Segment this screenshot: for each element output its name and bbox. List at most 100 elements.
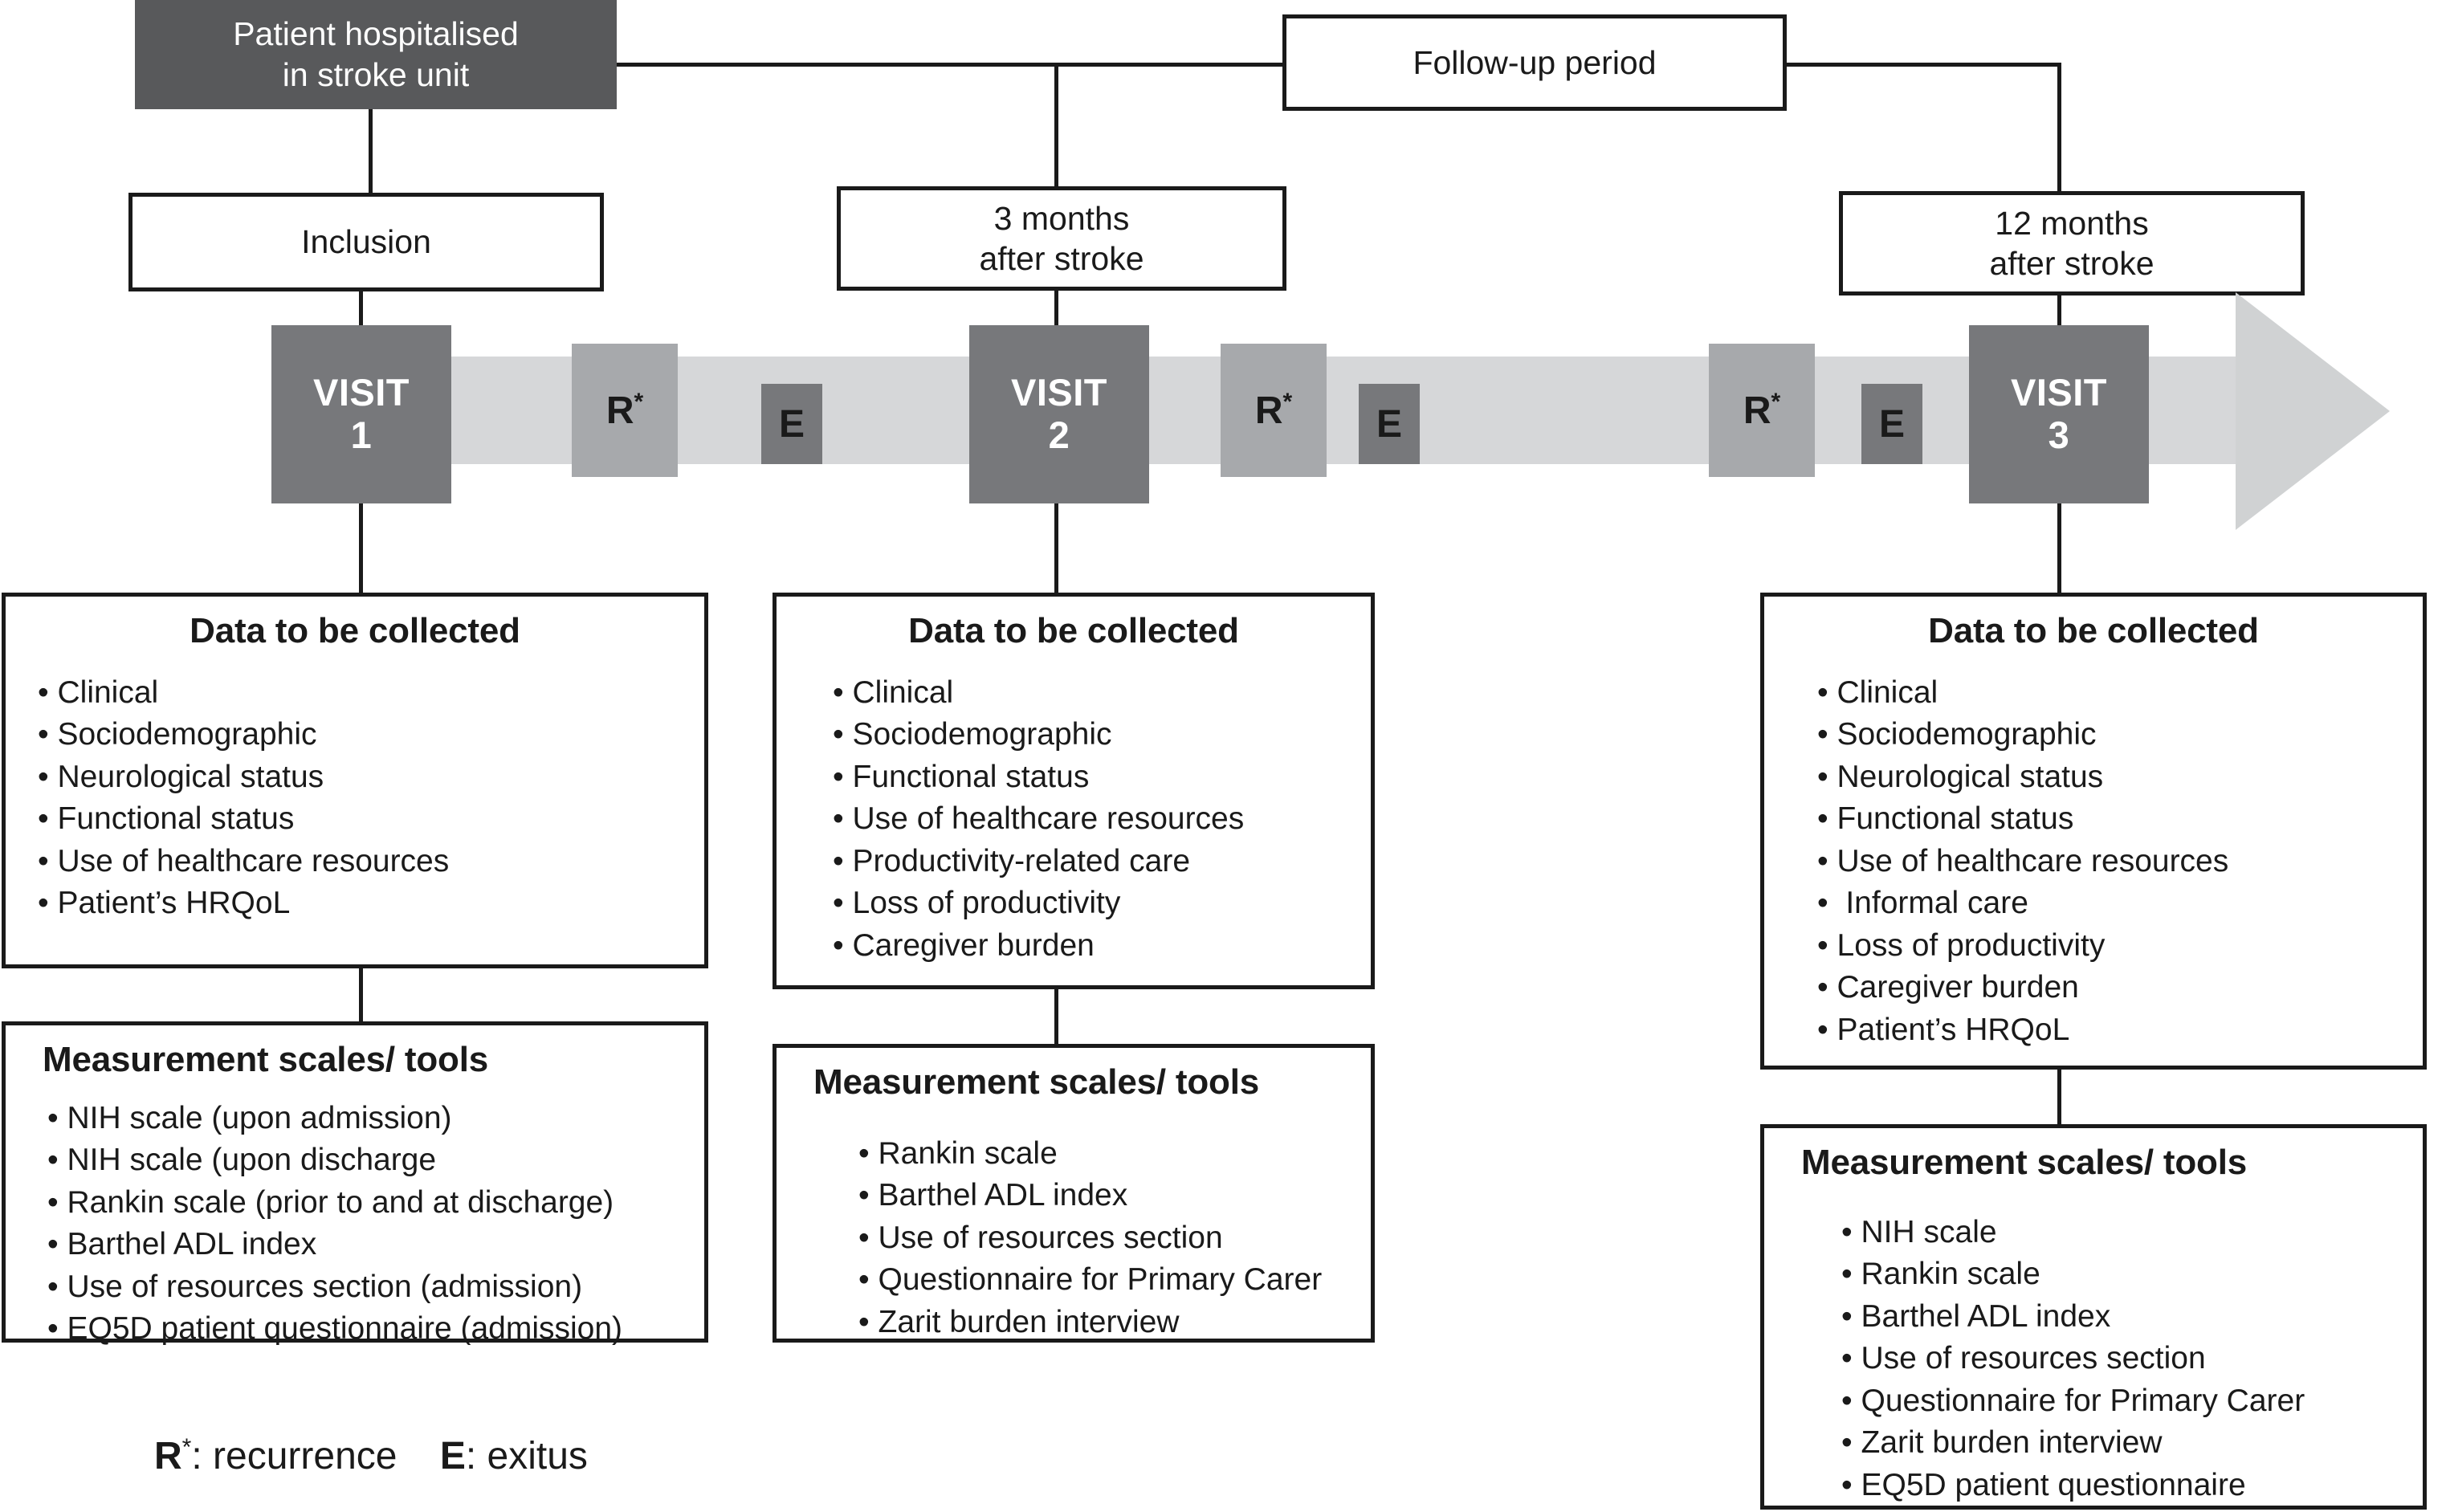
list-item: Patient’s HRQoL xyxy=(1817,1009,2405,1051)
marker-exitus-3-label: E xyxy=(1878,402,1905,446)
list-item: Neurological status xyxy=(1817,756,2405,798)
timepoint-label-inclusion: Inclusion xyxy=(301,223,431,261)
list-item: Barthel ADL index xyxy=(1841,1296,2405,1338)
connector-visit1-to-data1 xyxy=(359,498,363,594)
followup-period-box: Follow-up period xyxy=(1282,14,1787,111)
list-item: Zarit burden interview xyxy=(858,1302,1353,1343)
visit-3-word: VISIT xyxy=(2010,371,2108,414)
list-item: Barthel ADL index xyxy=(47,1224,687,1265)
scales-panel-visit2: Measurement scales/ tools Rankin scale B… xyxy=(773,1044,1375,1343)
list-item: Barthel ADL index xyxy=(858,1175,1353,1217)
list-item: Use of healthcare resources xyxy=(1817,841,2405,882)
marker-exitus-2: E xyxy=(1359,384,1420,464)
marker-recurrence-2: R* xyxy=(1221,344,1327,477)
connector-followup-to-right xyxy=(1784,63,2061,67)
legend-exitus-text: : exitus xyxy=(465,1435,588,1477)
list-item: Questionnaire for Primary Carer xyxy=(1841,1380,2405,1422)
connector-inclusion-to-visit1 xyxy=(359,289,363,333)
list-item: Use of healthcare resources xyxy=(833,798,1353,840)
list-item: Use of healthcare resources xyxy=(38,841,687,882)
list-item: Neurological status xyxy=(38,756,687,798)
scales-panel-visit3-heading: Measurement scales/ tools xyxy=(1801,1143,2248,1182)
marker-recurrence-2-label: R* xyxy=(1254,388,1293,432)
list-item: Clinical xyxy=(1817,672,2405,714)
connector-12months-to-visit3 xyxy=(2057,291,2061,334)
list-item: Caregiver burden xyxy=(833,925,1353,967)
list-item: Clinical xyxy=(833,672,1353,714)
legend-recurrence-text: : recurrence xyxy=(191,1435,397,1477)
data-panel-visit3-list: Clinical Sociodemographic Neurological s… xyxy=(1782,672,2405,1051)
data-panel-visit2-list: Clinical Sociodemographic Functional sta… xyxy=(794,672,1353,967)
data-panel-visit1-list: Clinical Sociodemographic Neurological s… xyxy=(23,672,687,925)
followup-period-label: Follow-up period xyxy=(1413,43,1657,81)
list-item: Zarit burden interview xyxy=(1841,1422,2405,1464)
data-panel-visit1: Data to be collected Clinical Sociodemog… xyxy=(2,593,708,968)
list-item: Rankin scale xyxy=(858,1133,1353,1175)
data-panel-visit1-heading: Data to be collected xyxy=(190,611,520,650)
marker-exitus-3: E xyxy=(1861,384,1922,464)
marker-exitus-1-label: E xyxy=(778,402,805,446)
marker-exitus-1: E xyxy=(761,384,822,464)
data-panel-visit3-heading: Data to be collected xyxy=(1928,611,2259,650)
connector-visit3-to-data3 xyxy=(2057,498,2061,594)
visit-box-3: VISIT 3 xyxy=(1969,325,2149,503)
list-item: Patient’s HRQoL xyxy=(38,882,687,924)
list-item: Functional status xyxy=(38,798,687,840)
list-item: Rankin scale xyxy=(1841,1253,2405,1295)
list-item: Sociodemographic xyxy=(38,714,687,756)
list-item: Sociodemographic xyxy=(1817,714,2405,756)
timepoint-label-12-months: 12 months after stroke xyxy=(1989,204,2155,282)
list-item: EQ5D patient questionnaire xyxy=(1841,1465,2405,1506)
connector-3months-to-visit2 xyxy=(1054,287,1058,334)
legend-exitus-symbol: E xyxy=(439,1435,466,1477)
list-item: Functional status xyxy=(833,756,1353,798)
legend-recurrence-superscript: * xyxy=(181,1434,192,1461)
legend-spacer xyxy=(397,1435,439,1477)
list-item: Loss of productivity xyxy=(1817,925,2405,967)
marker-recurrence-1: R* xyxy=(572,344,678,477)
connector-data1-to-scales1 xyxy=(359,968,363,1024)
marker-recurrence-1-label: R* xyxy=(605,388,644,432)
legend: R*: recurrence E: exitus xyxy=(154,1434,588,1477)
visit-2-word: VISIT xyxy=(1010,371,1108,414)
scales-panel-visit1: Measurement scales/ tools NIH scale (upo… xyxy=(2,1021,708,1346)
marker-recurrence-3-label: R* xyxy=(1743,388,1781,432)
connector-visit2-to-data2 xyxy=(1054,498,1058,594)
list-item: Caregiver burden xyxy=(1817,967,2405,1009)
data-panel-visit3: Data to be collected Clinical Sociodemog… xyxy=(1760,593,2427,1070)
connector-data2-to-scales2 xyxy=(1054,989,1058,1045)
connector-hospitalised-to-inclusion xyxy=(369,107,373,197)
scales-panel-visit2-list: Rankin scale Barthel ADL index Use of re… xyxy=(813,1133,1353,1343)
list-item: Functional status xyxy=(1817,798,2405,840)
list-item: EQ5D patient questionnaire (admission) xyxy=(47,1308,687,1350)
marker-exitus-2-label: E xyxy=(1376,402,1402,446)
list-item: Rankin scale (prior to and at discharge) xyxy=(47,1182,687,1224)
list-item: Use of resources section xyxy=(1841,1338,2405,1380)
visit-1-word: VISIT xyxy=(312,371,410,414)
data-panel-visit2-heading: Data to be collected xyxy=(908,611,1239,650)
list-item: Clinical xyxy=(38,672,687,714)
visit-box-1: VISIT 1 xyxy=(271,325,451,503)
list-item: Productivity-related care xyxy=(833,841,1353,882)
timepoint-box-12-months: 12 months after stroke xyxy=(1839,191,2305,295)
list-item: Use of resources section xyxy=(858,1217,1353,1259)
list-item: NIH scale xyxy=(1841,1212,2405,1253)
timeline-arrow-head xyxy=(2236,292,2390,530)
list-item: Informal care xyxy=(1817,882,2405,924)
list-item: Sociodemographic xyxy=(833,714,1353,756)
scales-panel-visit1-heading: Measurement scales/ tools xyxy=(43,1040,489,1079)
visit-1-number: 1 xyxy=(350,414,373,456)
legend-recurrence-symbol: R xyxy=(154,1435,182,1477)
connector-right-down-to-12months xyxy=(2057,63,2061,199)
list-item: Use of resources section (admission) xyxy=(47,1266,687,1308)
list-item: Loss of productivity xyxy=(833,882,1353,924)
connector-data3-to-scales3 xyxy=(2057,1068,2061,1126)
list-item: NIH scale (upon admission) xyxy=(47,1098,687,1139)
timepoint-box-3-months: 3 months after stroke xyxy=(837,186,1286,291)
data-panel-visit2: Data to be collected Clinical Sociodemog… xyxy=(773,593,1375,989)
hospitalised-box: Patient hospitalised in stroke unit xyxy=(135,0,617,109)
visit-2-number: 2 xyxy=(1048,414,1070,456)
timepoint-label-3-months: 3 months after stroke xyxy=(979,199,1144,277)
connector-branch-to-3months xyxy=(1054,63,1058,191)
